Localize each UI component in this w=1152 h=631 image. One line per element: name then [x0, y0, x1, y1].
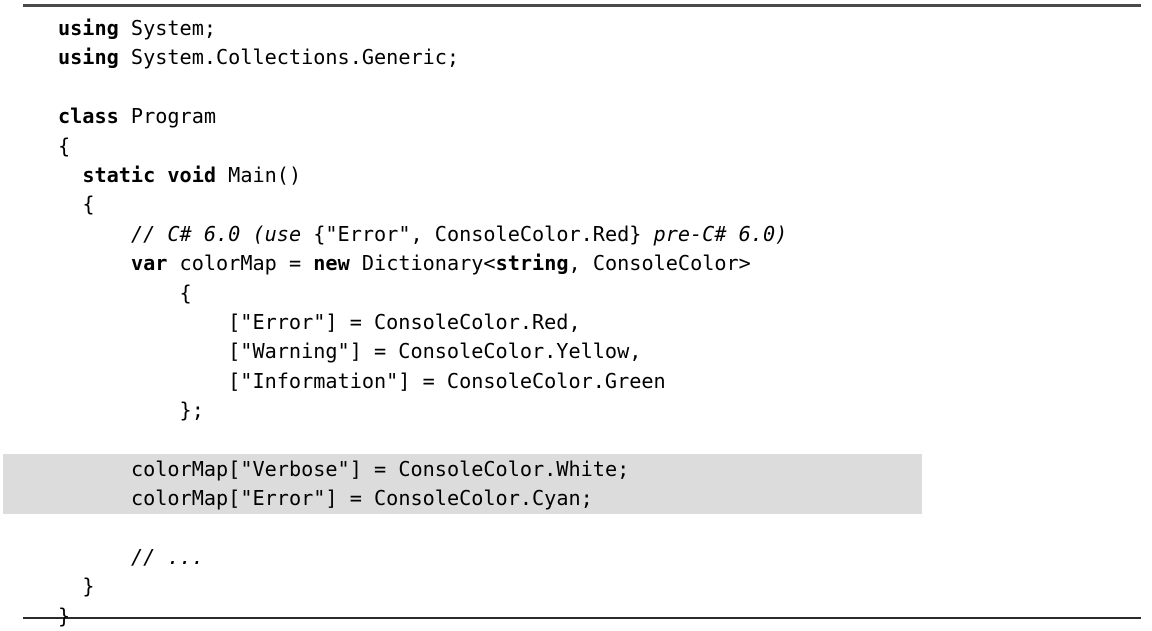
- line-highlight-band: [3, 453, 922, 485]
- code-token-comment: // C# 6.0 (use: [130, 221, 314, 246]
- code-line-text: colorMap["Error"] = ConsoleColor.Cyan;: [58, 486, 593, 510]
- code-line: {: [0, 132, 1152, 161]
- code-line-text: using System;: [58, 16, 216, 40]
- code-token-plain: }: [58, 603, 71, 628]
- code-indent: [58, 281, 180, 305]
- code-indent: [58, 339, 228, 363]
- code-line: {: [0, 279, 1152, 308]
- code-indent: [58, 163, 82, 187]
- code-line-text: colorMap["Verbose"] = ConsoleColor.White…: [58, 457, 629, 481]
- code-token-plain: System;: [118, 16, 217, 40]
- code-line: {: [0, 190, 1152, 219]
- code-token-plain: };: [179, 398, 204, 423]
- code-line: using System;: [0, 14, 1152, 43]
- code-indent: [58, 222, 131, 246]
- code-line-text: }: [58, 604, 70, 628]
- code-token-keyword: using: [58, 16, 119, 40]
- code-token-plain: ["Warning"] = ConsoleColor.Yellow,: [228, 339, 642, 364]
- code-line-text: ["Error"] = ConsoleColor.Red,: [58, 309, 581, 334]
- code-token-comment: // ...: [130, 545, 204, 570]
- code-line-text: // C# 6.0 (use {"Error", ConsoleColor.Re…: [58, 222, 787, 246]
- code-line: }: [0, 572, 1152, 601]
- code-line: class Program: [0, 102, 1152, 131]
- code-token-keyword: new: [313, 251, 350, 276]
- code-token-plain: Program: [118, 104, 217, 129]
- code-line: static void Main(): [0, 161, 1152, 190]
- code-token-plain: {: [179, 280, 192, 305]
- code-token-plain: }: [82, 574, 95, 599]
- code-token-keyword: var: [130, 251, 168, 276]
- code-indent: [58, 486, 131, 510]
- code-token-plain: colorMap["Error"] = ConsoleColor.Cyan;: [130, 486, 593, 511]
- code-indent: [58, 545, 131, 569]
- code-token-comment-upright: {"Error", ConsoleColor.Red}: [313, 221, 642, 246]
- line-highlight-band: [3, 484, 922, 514]
- code-line: using System.Collections.Generic;: [0, 43, 1152, 72]
- code-line: }: [0, 602, 1152, 631]
- code-line-text: {: [58, 192, 94, 216]
- code-token-plain: colorMap =: [167, 251, 314, 276]
- code-indent: [58, 192, 82, 216]
- code-line: };: [0, 396, 1152, 425]
- listing-top-rule: [23, 4, 1141, 7]
- code-line: [0, 425, 1152, 454]
- code-line-text: class Program: [58, 104, 216, 128]
- code-line-text: };: [58, 398, 204, 422]
- code-line: var colorMap = new Dictionary<string, Co…: [0, 249, 1152, 278]
- code-line-text: }: [58, 574, 94, 598]
- code-token-keyword: class: [58, 104, 119, 129]
- code-indent: [58, 398, 180, 422]
- code-token-plain: Main(): [216, 162, 302, 187]
- code-token-keyword: string: [495, 251, 569, 276]
- code-token-keyword: using: [58, 45, 119, 70]
- code-line-text: {: [58, 281, 192, 305]
- code-token-plain: {: [58, 133, 71, 158]
- code-line-highlighted: colorMap["Verbose"] = ConsoleColor.White…: [0, 453, 1152, 485]
- code-indent: [58, 574, 82, 598]
- code-line: [0, 73, 1152, 102]
- code-token-plain: System.Collections.Generic;: [118, 45, 460, 70]
- code-line-text: ["Warning"] = ConsoleColor.Yellow,: [58, 339, 641, 363]
- listing-bottom-rule: [23, 617, 1141, 619]
- code-indent: [58, 251, 131, 275]
- code-indent: [58, 369, 228, 393]
- code-body: using System;using System.Collections.Ge…: [0, 14, 1152, 631]
- code-line: ["Error"] = ConsoleColor.Red,: [0, 308, 1152, 337]
- code-line: ["Information"] = ConsoleColor.Green: [0, 367, 1152, 396]
- code-line-text: // ...: [58, 545, 204, 569]
- code-token-keyword: static void: [82, 162, 217, 187]
- code-line: ["Warning"] = ConsoleColor.Yellow,: [0, 337, 1152, 366]
- code-token-plain: , ConsoleColor>: [568, 251, 751, 276]
- code-line-highlighted: colorMap["Error"] = ConsoleColor.Cyan;: [0, 484, 1152, 514]
- code-token-plain: Dictionary<: [349, 251, 496, 276]
- code-token-plain: {: [82, 192, 95, 217]
- code-indent: [58, 457, 131, 481]
- code-line-text: ["Information"] = ConsoleColor.Green: [58, 369, 666, 393]
- code-line: // C# 6.0 (use {"Error", ConsoleColor.Re…: [0, 220, 1152, 249]
- code-line: // ...: [0, 543, 1152, 572]
- code-token-plain: colorMap["Verbose"] = ConsoleColor.White…: [130, 456, 630, 481]
- code-line-text: static void Main(): [58, 163, 301, 187]
- code-line-text: using System.Collections.Generic;: [58, 45, 459, 69]
- code-line-text: {: [58, 134, 70, 158]
- code-line: [0, 514, 1152, 543]
- code-line-text: var colorMap = new Dictionary<string, Co…: [58, 251, 751, 275]
- code-token-plain: ["Information"] = ConsoleColor.Green: [228, 368, 666, 393]
- code-indent: [58, 310, 228, 334]
- code-token-plain: ["Error"] = ConsoleColor.Red,: [228, 309, 581, 334]
- code-token-comment: pre-C# 6.0): [641, 221, 788, 246]
